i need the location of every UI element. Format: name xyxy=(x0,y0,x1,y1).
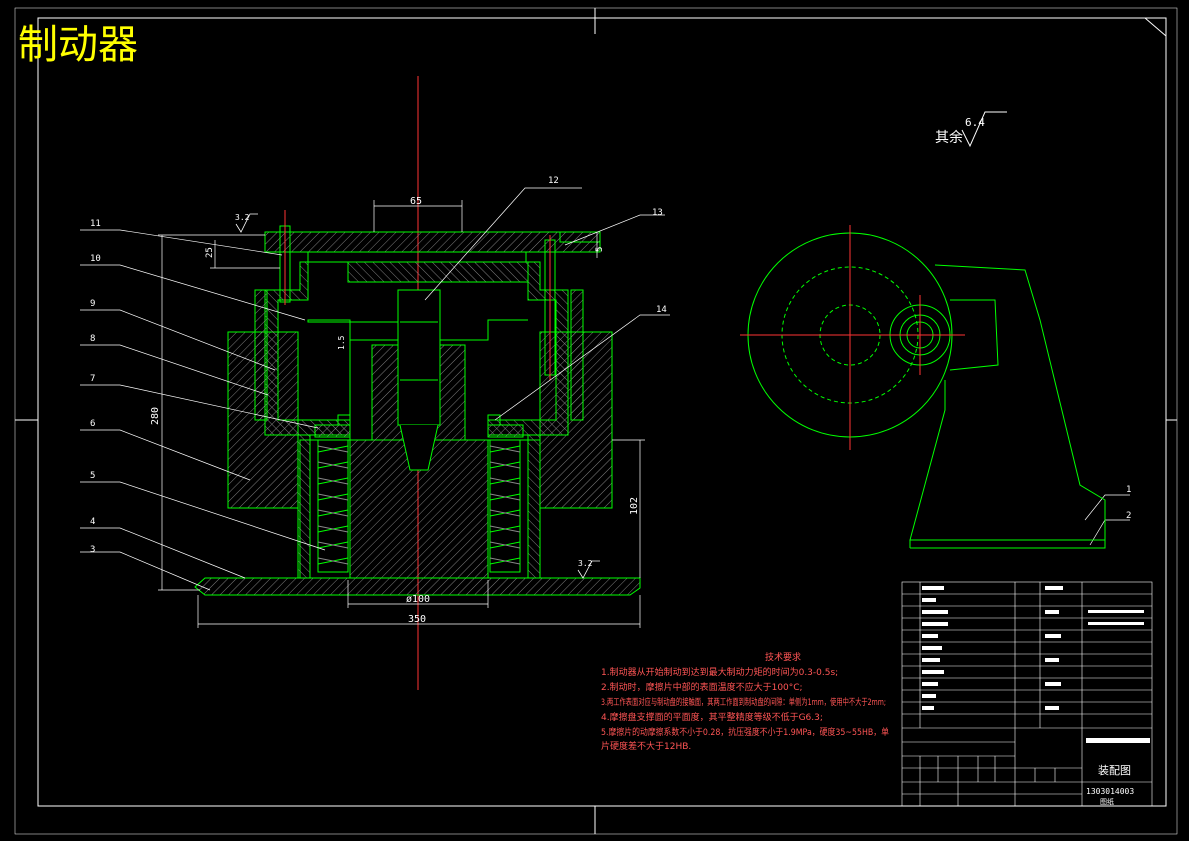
part-label-12: 12 xyxy=(548,176,559,186)
friction-pad-left xyxy=(314,424,351,438)
dimension-lines xyxy=(158,200,645,628)
drawing-frame xyxy=(14,7,1178,835)
parts-list-cells xyxy=(922,586,1150,743)
base-plate xyxy=(194,577,641,596)
spring-right xyxy=(489,439,521,573)
part-label-1: 1 xyxy=(1126,485,1131,495)
part-label-11: 11 xyxy=(90,219,101,229)
title-block xyxy=(901,581,1153,807)
dim-350: 350 xyxy=(408,614,426,625)
part-label-14: 14 xyxy=(656,305,667,315)
roughness-mark-1-text: 3.2 xyxy=(235,213,250,222)
part-label-7: 7 xyxy=(90,374,95,384)
tech-req-line-2: 2.制动时，摩擦片中部的表面温度不应大于100°C; xyxy=(601,681,803,693)
drawing-number: 1303014003 xyxy=(1086,787,1134,796)
drawing-name: 装配图 xyxy=(1098,764,1131,777)
dim-280: 280 xyxy=(150,407,161,425)
tech-req-line-3: 3.两工作表面对应与制动盘的接触面，其两工作面到制动盘的间隙：单侧为1mm，使用… xyxy=(601,696,886,708)
dim-102: 102 xyxy=(629,497,640,515)
tech-req-line-1: 1.制动器从开始制动到达到最大制动力矩的时间为0.3-0.5s; xyxy=(601,666,838,678)
tech-req-heading: 技术要求 xyxy=(765,651,801,663)
part-label-5: 5 xyxy=(90,471,95,481)
tech-req-line-5: 5.摩擦片的动摩擦系数不小于0.28，抗压强度不小于1.9MPa，硬度35~55… xyxy=(601,726,889,738)
roughness-mark-2-text: 3.2 xyxy=(578,559,593,568)
shaft-bore xyxy=(397,289,441,426)
roughness-value: 6.4 xyxy=(965,116,985,129)
friction-pad-right xyxy=(487,424,524,438)
dim-100: ø100 xyxy=(406,594,430,605)
caliper-body xyxy=(909,264,1106,541)
dim-5: 5 xyxy=(595,247,605,252)
part-label-3: 3 xyxy=(90,545,95,555)
tech-req-line-6: 片硬度差不大于12HB. xyxy=(601,740,691,752)
part-label-6: 6 xyxy=(90,419,95,429)
drawing-scale-note: 图纸 xyxy=(1100,797,1114,806)
part-label-4: 4 xyxy=(90,517,95,527)
roughness-mark-1: 3.2 xyxy=(235,213,258,233)
roughness-note: 其余 6.4 xyxy=(935,111,1007,148)
sleeve-right xyxy=(487,261,569,436)
side-view xyxy=(740,225,1106,549)
roughness-label: 其余 xyxy=(935,129,963,146)
part-label-2: 2 xyxy=(1126,511,1131,521)
dim-25: 25 xyxy=(205,247,215,258)
part-label-9: 9 xyxy=(90,299,95,309)
leader-lines xyxy=(80,187,1130,591)
drawing-title: 制动器 xyxy=(18,22,138,68)
spring-left xyxy=(317,439,349,573)
technical-requirements: 技术要求 1.制动器从开始制动到达到最大制动力矩的时间为0.3-0.5s; 2.… xyxy=(601,651,889,752)
part-label-13: 13 xyxy=(652,208,663,218)
tech-req-line-4: 4.摩擦盘支撑面的平面度，其平整精度等级不低于G6.3; xyxy=(601,711,823,723)
part-label-10: 10 xyxy=(90,254,101,264)
part-label-8: 8 xyxy=(90,334,95,344)
roughness-mark-2: 3.2 xyxy=(577,559,600,579)
dim-15: 1.5 xyxy=(337,335,346,350)
dim-65: 65 xyxy=(410,196,422,207)
section-view: 65 25 280 102 ø100 350 5 1.5 3.2 3.2 xyxy=(80,76,1131,690)
